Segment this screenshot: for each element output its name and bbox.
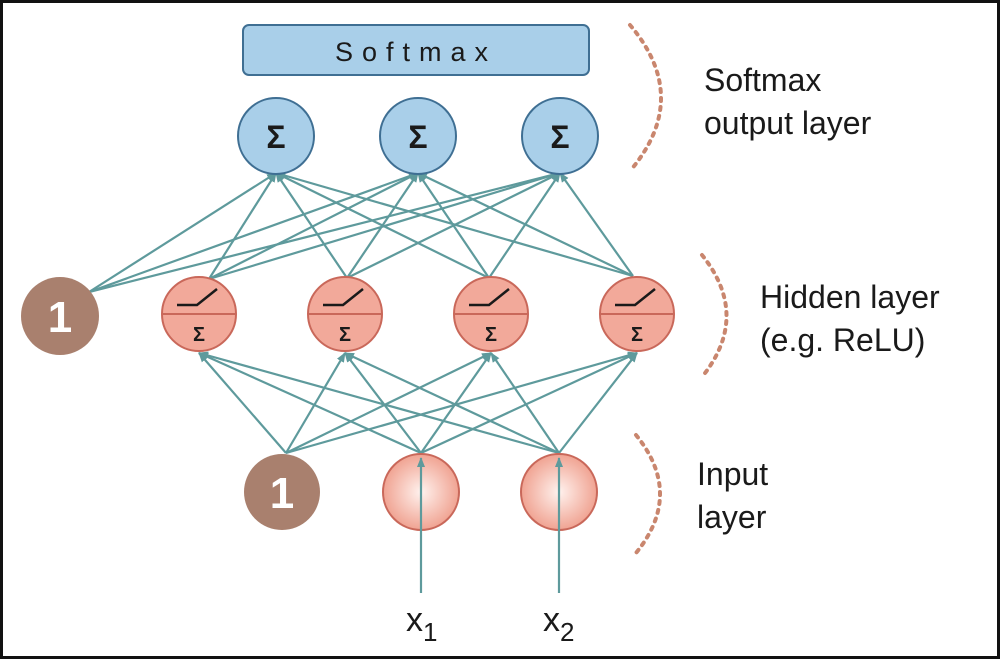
- output-layer-bracket: [628, 23, 663, 173]
- output-node: Σ: [237, 97, 315, 175]
- connection-input-to-hidden: [285, 351, 638, 455]
- connection-hidden-to-output: [417, 172, 634, 277]
- connection-input-to-hidden: [490, 352, 560, 454]
- connection-hidden-to-output: [88, 171, 419, 294]
- hidden-layer-label-line1: Hidden layer: [760, 279, 940, 315]
- connection-hidden-to-output: [208, 172, 277, 280]
- output-node: Σ: [521, 97, 599, 175]
- connection-input-to-hidden: [198, 352, 287, 454]
- connection-hidden-to-output: [88, 171, 561, 294]
- connection-input-to-hidden: [198, 351, 422, 455]
- connection-hidden-to-output: [559, 172, 634, 277]
- connection-input-to-hidden: [420, 352, 638, 454]
- hidden-node: Σ: [453, 276, 529, 352]
- connection-input-to-hidden: [558, 352, 638, 454]
- relu-icon: [177, 288, 218, 307]
- connection-hidden-to-output: [208, 172, 419, 280]
- connection-input-to-hidden: [285, 352, 492, 454]
- connection-hidden-to-output: [88, 172, 277, 293]
- bias-symbol: 1: [270, 469, 294, 518]
- input-layer-label-line1: Input: [697, 456, 768, 492]
- hidden-node: Σ: [161, 276, 237, 352]
- hidden-node: Σ: [307, 276, 383, 352]
- softmax-box: Softmax: [242, 24, 590, 76]
- connection-hidden-to-output: [488, 172, 561, 279]
- connection-input-to-hidden: [285, 352, 346, 454]
- input-layer-bracket: [634, 433, 662, 555]
- softmax-box-label: Softmax: [335, 37, 497, 67]
- output-node: Σ: [379, 97, 457, 175]
- sigma-symbol: Σ: [193, 324, 205, 346]
- input-label-x1: x1: [406, 601, 437, 647]
- sigma-symbol: Σ: [485, 324, 497, 346]
- input-label-x2: x2: [543, 601, 574, 647]
- hidden-layer-bracket: [700, 253, 729, 379]
- sigma-symbol: Σ: [631, 324, 643, 346]
- input-layer-label-line2: layer: [697, 499, 767, 535]
- output-layer-label-line1: Softmax: [704, 62, 821, 98]
- hidden-layer-label-line2: (e.g. ReLU): [760, 322, 925, 358]
- hidden-node: Σ: [599, 276, 675, 352]
- connection-input-to-hidden: [420, 352, 492, 454]
- connection-input-to-hidden: [344, 352, 560, 454]
- sigma-symbol: Σ: [266, 119, 285, 155]
- sigma-symbol: Σ: [408, 119, 427, 155]
- input-bias-node: 1: [244, 454, 320, 530]
- relu-icon: [323, 288, 364, 307]
- neural-network-diagram: Softmax Σ Σ Σ 1 Σ Σ Σ Σ: [21, 23, 940, 647]
- bias-symbol: 1: [48, 293, 72, 342]
- connection-hidden-to-output: [275, 172, 348, 279]
- connection-hidden-to-output: [417, 172, 490, 279]
- connection-hidden-to-output: [275, 171, 634, 278]
- hidden-bias-node: 1: [21, 277, 99, 355]
- relu-icon: [469, 288, 510, 307]
- connections: [88, 171, 638, 455]
- output-layer-label-line2: output layer: [704, 105, 872, 141]
- relu-icon: [615, 288, 656, 307]
- connection-hidden-to-output: [275, 172, 490, 279]
- connection-input-to-hidden: [198, 351, 560, 455]
- input-arrows: [417, 457, 563, 593]
- sigma-symbol: Σ: [339, 324, 351, 346]
- sigma-symbol: Σ: [550, 119, 569, 155]
